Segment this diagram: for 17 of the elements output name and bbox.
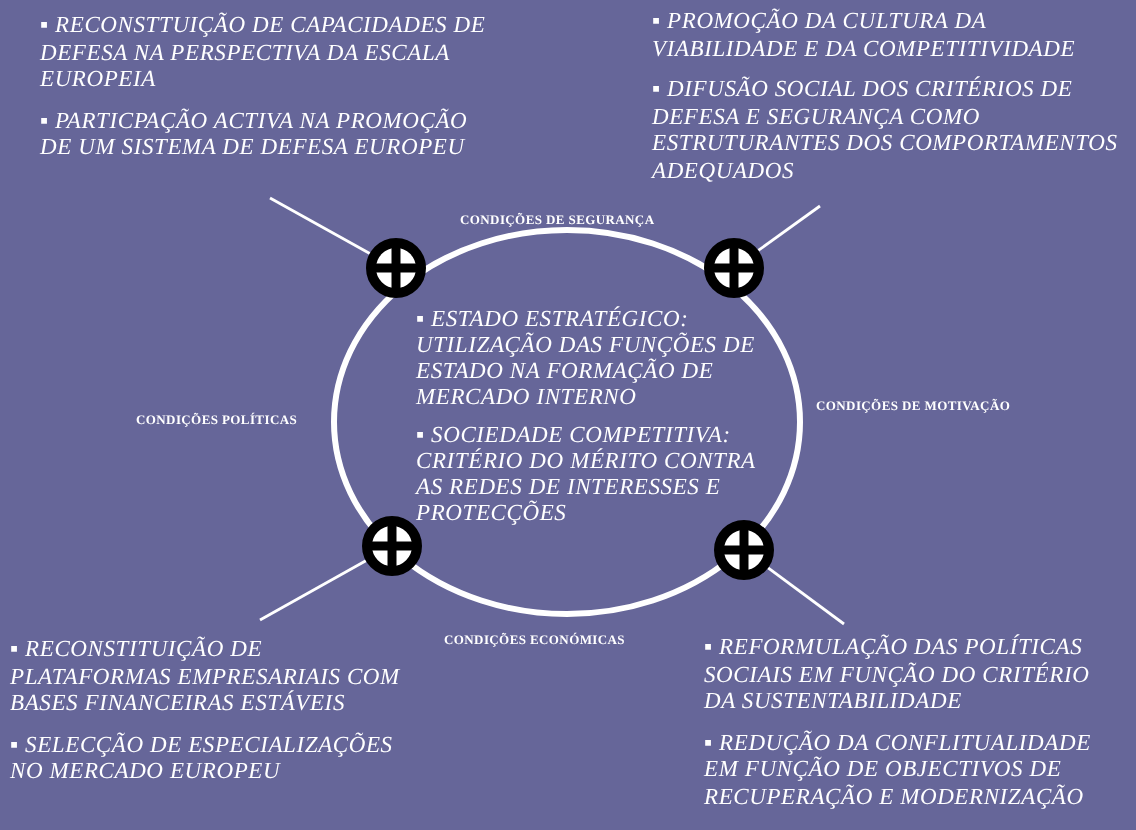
connector-line (269, 196, 371, 255)
bullet-item: ▪ PARTICPAÇÃO ACTIVA NA PROMOÇÃO DE UM SISTEMA DE DEFESA EUROPEU (40, 109, 470, 163)
crosshair-icon (704, 238, 764, 298)
bullet-item: ▪ REDUÇÃO DA CONFLITUALIDADE EM FUNÇÃO DE OBJECTIVOS DE RECUPERAÇÃO E MODERNIZAÇÃO (704, 731, 1093, 812)
connector-line (259, 559, 367, 622)
bullet-item: ▪ REFORMULAÇÃO DAS POLÍTICAS SOCIAIS EM FUNÇÃO DO CRITÉRIO DA SUSTENTABILIDADE (704, 636, 1092, 717)
bullet-item: ▪ RECONSTITUIÇÃO DE PLATAFORMAS EMPRESARIAIS COM BASES FINANCEIRAS ESTÁVEIS (10, 638, 402, 719)
bullet-item: ▪ ESTADO ESTRATÉGICO: UTILIZAÇÃO DAS FUNÇÕES DE ESTADO NA FORMAÇÃO DE MERCADO INTERNO (416, 308, 757, 412)
bullet-item: ▪ DIFUSÃO SOCIAL DOS CRITÉRIOS DE DEFESA E SEGURANÇA COMO ESTRUTURANTES DOS COMPORTAMENTOS ADEQUADOS (652, 78, 1120, 186)
crosshair-icon (714, 520, 774, 580)
crosshair-icon (366, 238, 426, 298)
bullet-item: ▪ SELECÇÃO DE ESPECIALIZAÇÕES NO MERCADO EUROPEU (10, 733, 395, 787)
bullet-item: ▪ RECONSTTUIÇÃO DE CAPACIDADES DE DEFESA NA PERSPECTIVA DA ESCALA EUROPEIA (40, 14, 488, 95)
bullet-item: ▪ PROMOÇÃO DA CULTURA DA VIABILIDADE E DA COMPETITIVIDADE (652, 10, 1078, 64)
bullet-item: ▪ SOCIEDADE COMPETITIVA: CRITÉRIO DO MÉRITO CONTRA AS REDES DE INTERESSES E PROTECÇÕES (416, 424, 758, 528)
connector-line (767, 566, 845, 626)
connector-line (757, 204, 821, 252)
